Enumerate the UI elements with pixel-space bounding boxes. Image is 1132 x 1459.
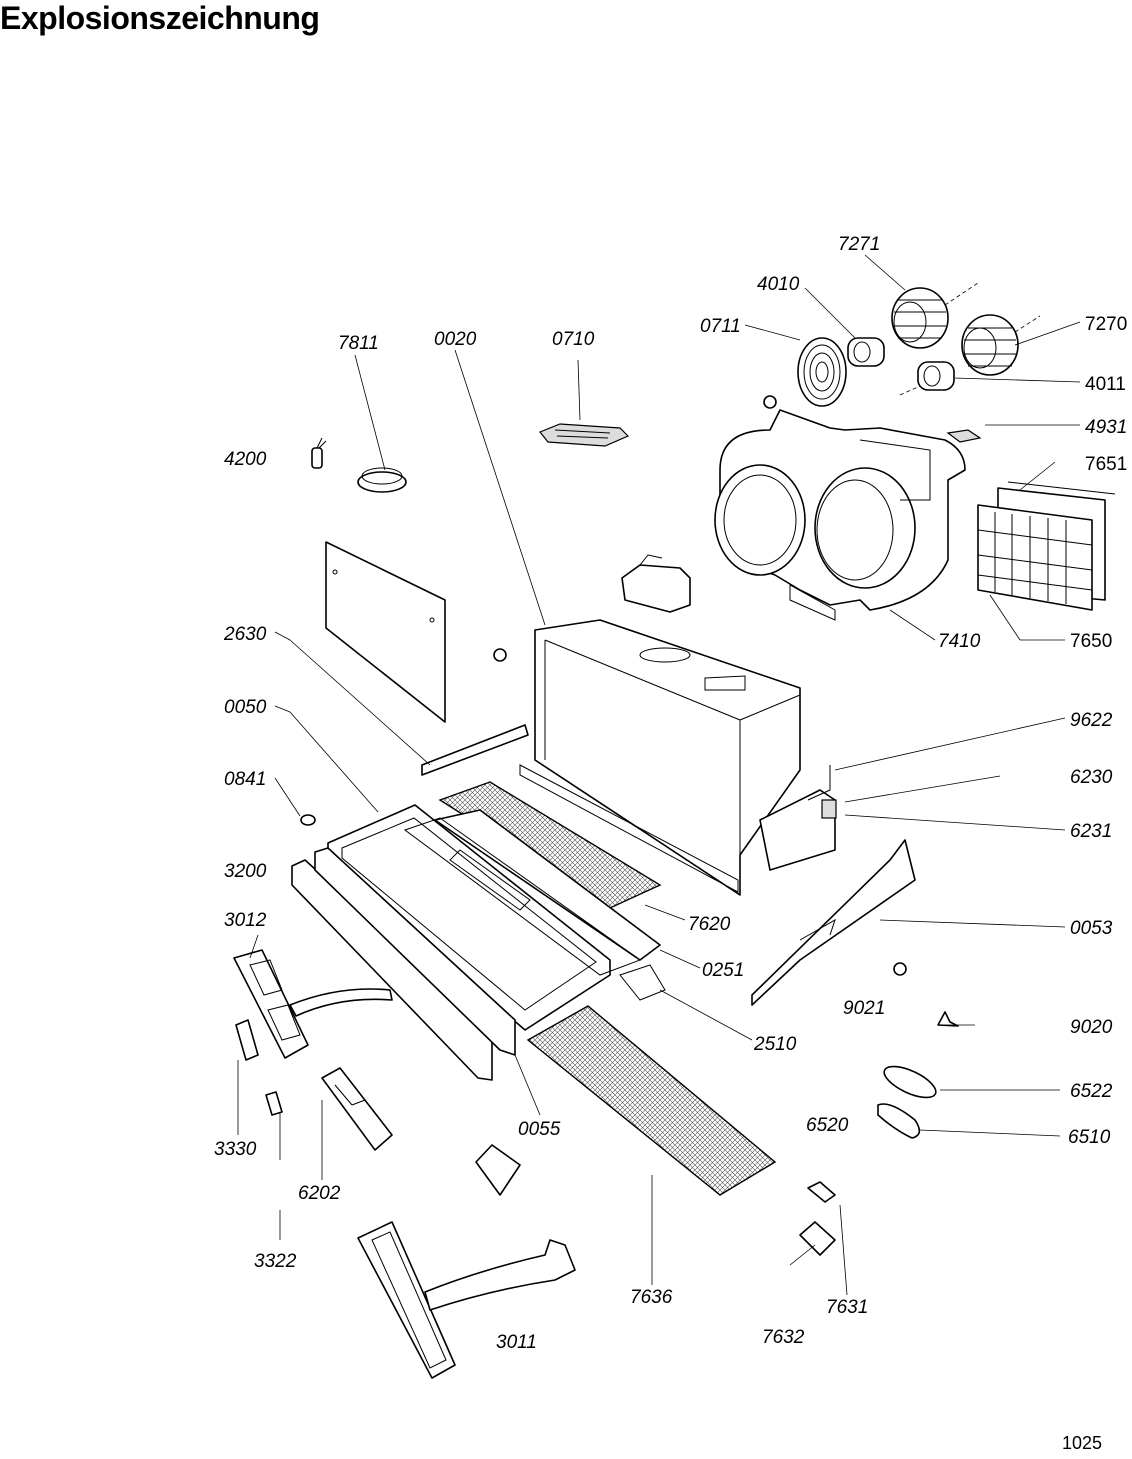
fan-housing-7410 [714,409,966,621]
label-2630: 2630 [223,624,267,645]
label-7620: 7620 [688,914,731,935]
label-0841: 0841 [224,769,266,790]
label-7270: 7270 [1085,314,1127,335]
label-0050: 0050 [224,697,267,718]
page-number: 1025 [1062,1433,1103,1453]
label-7650: 7650 [1070,631,1112,652]
label-6520: 6520 [806,1115,849,1136]
label-9021: 9021 [843,998,885,1019]
label-3200: 3200 [224,861,267,882]
label-7410: 7410 [938,631,981,652]
metal-filter-7636 [526,1005,777,1196]
label-3012: 3012 [224,910,267,931]
lamp-cover-6522 [883,1065,937,1099]
lamp-bulb-6510 [877,1103,921,1139]
switch-6202 [321,1067,393,1151]
fan-grille-0711 [797,337,847,407]
page-title: Explosionszeichnung [0,0,320,36]
filter-frame-0251 [434,809,661,961]
label-2510: 2510 [753,1034,797,1055]
clip-3322 [265,1091,283,1116]
label-4010: 4010 [757,274,800,295]
label-6230: 6230 [1070,767,1113,788]
label-0251: 0251 [702,960,744,981]
label-9020: 9020 [1070,1017,1113,1038]
motor-4010 [847,337,885,367]
label-4200: 4200 [224,449,267,470]
label-7632: 7632 [762,1327,805,1348]
small-plate-2510 [619,964,666,1001]
small-clip [763,395,777,409]
screw-9021 [893,962,907,976]
label-7636: 7636 [630,1287,673,1308]
label-4011: 4011 [1085,374,1126,395]
label-6510: 6510 [1068,1127,1111,1148]
carbon-filter-7650 [977,504,1093,611]
motor-4011 [917,361,955,391]
label-6231: 6231 [1070,821,1112,842]
label-0711: 0711 [700,316,741,337]
glass-panel-2630 [325,541,446,723]
clip-3330 [235,1019,259,1061]
fan-wheel-7270 [961,314,1019,376]
capacitor-4200 [311,437,327,469]
label-3322: 3322 [254,1251,297,1272]
label-7651: 7651 [1085,454,1127,475]
label-9622: 9622 [1070,710,1113,731]
small-plate-4931 [946,429,982,443]
switch-bracket-9622 [759,765,837,871]
label-7271: 7271 [838,234,880,255]
part-labels: 7271 4010 7270 0711 4011 4931 7651 7811 … [214,234,1127,1353]
label-6202: 6202 [298,1183,341,1204]
fan-wheel-7271 [891,287,949,349]
clip-part [493,648,507,662]
leader-lines [237,254,1081,1296]
label-0710: 0710 [552,329,595,350]
small-bracket [475,1144,521,1196]
label-6522: 6522 [1070,1081,1113,1102]
small-knob-0841 [300,814,316,826]
lamp-cover-7811 [357,467,407,493]
main-housing-0020 [519,619,801,896]
label-0020: 0020 [434,329,477,350]
label-3011: 3011 [496,1332,537,1353]
mounting-bracket [621,554,691,613]
label-3330: 3330 [214,1139,257,1160]
slide-rail-left [421,724,529,776]
holder-7632 [799,1221,836,1256]
handle-3011 [357,1221,576,1379]
slide-rail-0053 [751,839,916,1006]
label-7811: 7811 [338,333,379,354]
label-4931: 4931 [1085,417,1127,438]
trim-strip-3200 [291,859,493,1081]
label-7631: 7631 [826,1297,868,1318]
inner-frame [403,817,642,976]
clip-9020 [937,1011,959,1027]
label-0053: 0053 [1070,918,1113,939]
control-board-0710 [539,423,630,447]
handle-3012 [233,949,393,1059]
label-0055: 0055 [518,1119,561,1140]
holder-7631 [807,1181,836,1203]
